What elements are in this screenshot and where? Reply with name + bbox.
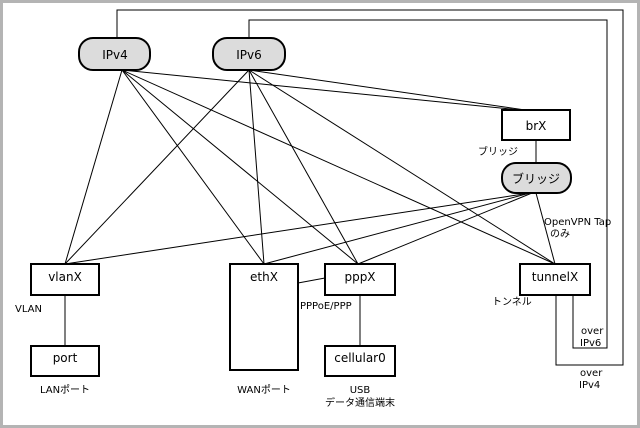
ethx-box xyxy=(229,263,299,371)
vlan-caption: VLAN xyxy=(15,304,42,315)
usb-device-caption: データ通信端末 xyxy=(325,396,395,409)
ipv6-label: IPv6 xyxy=(236,48,262,62)
connection-lines xyxy=(64,9,624,366)
brx-caption: ブリッジ xyxy=(478,145,518,158)
edge-ipv6-pppx xyxy=(248,69,359,265)
edge-tunnel-over-ipv6 xyxy=(248,19,608,349)
over-ipv6-caption: over xyxy=(581,326,604,337)
edge-ipv4-brx xyxy=(121,69,521,111)
openvpn-only-caption: のみ xyxy=(550,229,570,240)
tunnelx-label: tunnelX xyxy=(532,270,578,284)
openvpn-caption: OpenVPN Tap xyxy=(544,217,611,228)
pppx-box xyxy=(324,263,396,296)
wan-port-caption: WANポート xyxy=(237,384,291,396)
edge-ipv4-pppx xyxy=(121,69,359,265)
bridge-node: ブリッジ xyxy=(501,162,572,194)
ipv4-label: IPv4 xyxy=(102,48,128,62)
brx-box xyxy=(501,109,571,141)
edge-ethx-pppx xyxy=(297,277,326,284)
edge-ipv4-vlanx xyxy=(64,69,123,265)
edge-bridge-tunnelx xyxy=(535,192,556,265)
pppx-label: pppX xyxy=(344,270,375,284)
cellular0-box xyxy=(324,345,396,377)
edge-ipv6-ethx xyxy=(248,69,265,265)
ipv4-node: IPv4 xyxy=(78,37,151,71)
edge-bridge-vlanx xyxy=(64,192,531,265)
edge-bridge-pppx xyxy=(357,192,533,265)
port-box xyxy=(30,345,100,377)
vlanx-box xyxy=(30,263,100,296)
edge-ipv6-tunnelx xyxy=(248,69,556,265)
ethx-label: ethX xyxy=(250,270,278,284)
over-ipv4-caption: over xyxy=(580,368,603,379)
lan-port-caption: LANポート xyxy=(40,384,90,396)
vlanx-label: vlanX xyxy=(48,270,82,284)
over-ipv4-caption-2: IPv4 xyxy=(579,380,600,391)
edge-ipv6-brx xyxy=(248,69,526,111)
tunnelx-box xyxy=(519,263,591,296)
usb-caption: USB xyxy=(350,385,371,396)
over-ipv6-caption-2: IPv6 xyxy=(580,338,601,349)
bridge-label: ブリッジ xyxy=(512,171,560,186)
pppoe-caption: PPPoE/PPP xyxy=(300,301,352,312)
edge-ipv4-ethx xyxy=(121,69,265,265)
edge-ipv4-tunnelx xyxy=(121,69,556,265)
edge-tunnel-over-ipv4 xyxy=(116,9,624,366)
edge-bridge-ethx xyxy=(263,192,531,265)
edge-ipv6-vlanx xyxy=(64,69,250,265)
port-label: port xyxy=(53,351,78,365)
tunnel-caption: トンネル xyxy=(492,296,532,308)
brx-label: brX xyxy=(526,119,547,133)
ipv6-node: IPv6 xyxy=(212,37,286,71)
cellular0-label: cellular0 xyxy=(334,351,386,365)
